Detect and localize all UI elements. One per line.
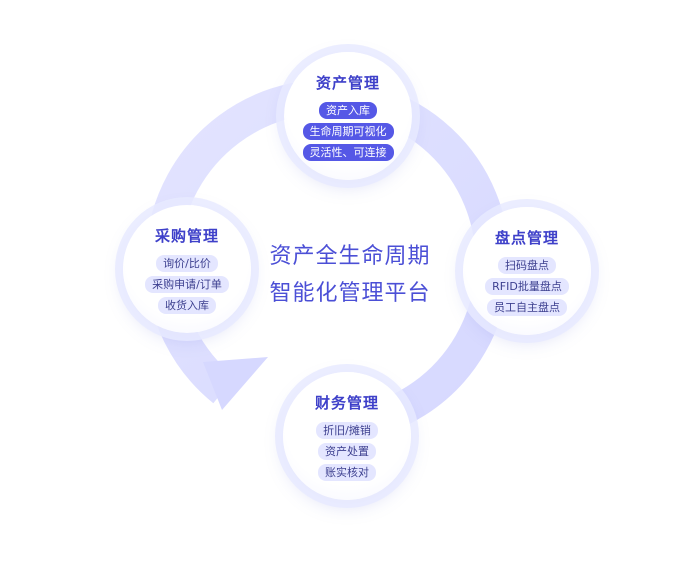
node-item: 资产处置 [318, 442, 376, 460]
node-item: 生命周期可视化 [302, 122, 394, 140]
node-item: 采购申请/订单 [145, 275, 229, 293]
node-item: 员工自主盘点 [487, 298, 567, 316]
node-item: 扫码盘点 [498, 256, 556, 274]
node-title: 采购管理 [154, 226, 219, 245]
node-item: 账实核对 [318, 463, 376, 481]
node-asset-management: 资产管理 资产入库 生命周期可视化 灵活性、可连接 [284, 52, 412, 180]
node-inventory: 盘点管理 扫码盘点 RFID批量盘点 员工自主盘点 [463, 207, 591, 335]
node-finance: 财务管理 折旧/摊销 资产处置 账实核对 [283, 372, 411, 500]
node-title: 资产管理 [315, 73, 380, 92]
ring-arrow-head [203, 357, 268, 410]
node-item: 询价/比价 [156, 254, 218, 272]
node-item: 折旧/摊销 [316, 421, 378, 439]
node-title: 盘点管理 [494, 228, 559, 247]
node-item: 资产入库 [319, 101, 377, 119]
center-title-line1: 资产全生命周期 [269, 244, 431, 269]
node-item: 灵活性、可连接 [302, 143, 394, 161]
node-item: RFID批量盘点 [485, 277, 569, 295]
center-title-line2: 智能化管理平台 [269, 281, 431, 306]
center-title: 资产全生命周期 智能化管理平台 [255, 238, 445, 312]
node-title: 财务管理 [314, 393, 379, 412]
node-procurement: 采购管理 询价/比价 采购申请/订单 收货入库 [123, 205, 251, 333]
node-item: 收货入库 [158, 296, 216, 314]
